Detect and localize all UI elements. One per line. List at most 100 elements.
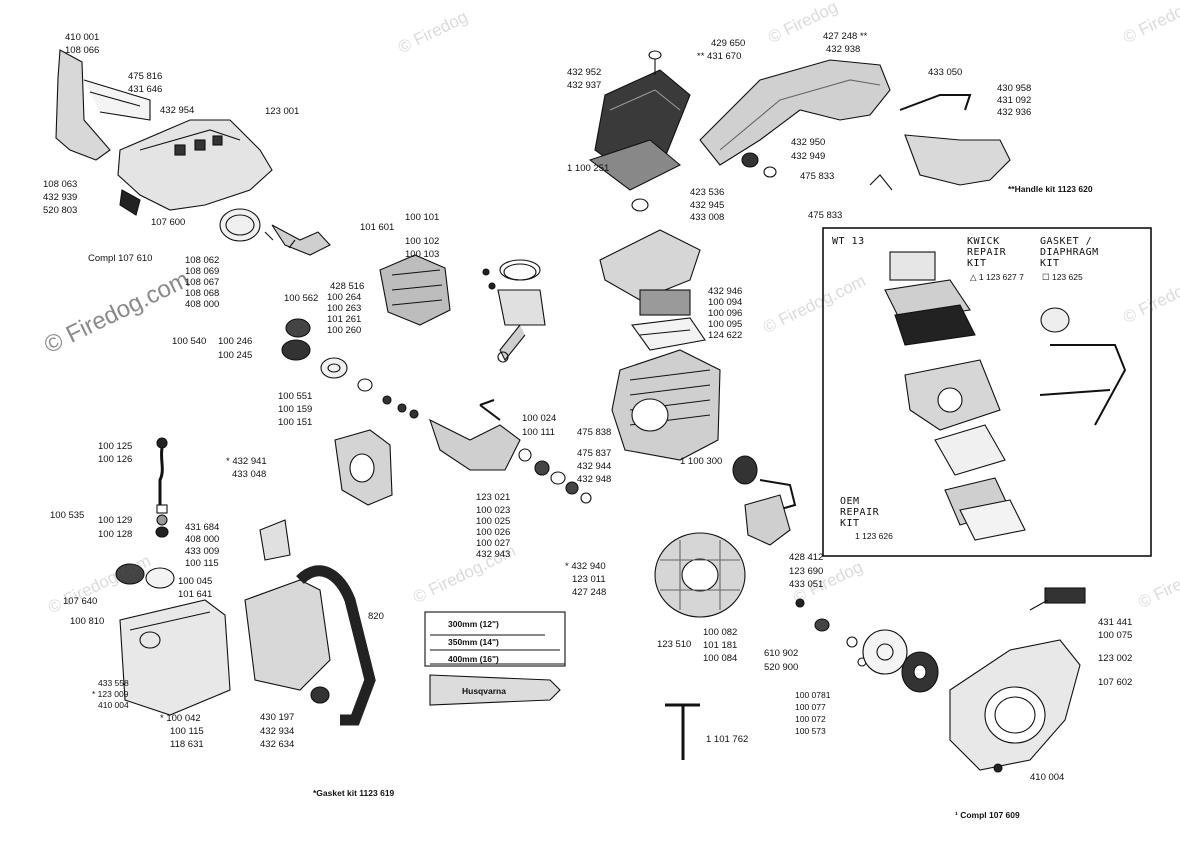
part-number-label: 100 128 <box>98 529 133 540</box>
kwick-kit-line: KWICK <box>967 236 1000 247</box>
kwick-kit-number: △ 1 123 627 7 <box>970 272 1024 282</box>
part-number-label: 432 939 <box>43 192 78 203</box>
part-number-label: 475 816 <box>128 71 163 82</box>
part-number-label: 100 810 <box>70 616 105 627</box>
part-number-label: 520 803 <box>43 205 78 216</box>
part-number-label: 475 833 <box>800 171 835 182</box>
compl-label: ¹ Compl 107 609 <box>955 810 1020 820</box>
part-number-label: 101 181 <box>703 640 738 651</box>
part-number-label: 410 001 <box>65 32 100 43</box>
oem-kit-number: 1 123 626 <box>855 531 893 541</box>
part-number-label: 123 011 <box>572 574 606 585</box>
part-number-label: * 432 941 <box>226 456 267 467</box>
carburetor-inset-frame <box>822 227 1152 557</box>
part-number-label: 108 067 <box>185 277 220 288</box>
bar-length-label: 350mm (14") <box>448 637 499 647</box>
part-number-label: 100 0781 <box>795 690 831 700</box>
part-number-label: 100 075 <box>1098 630 1133 641</box>
part-number-label: 100 126 <box>98 454 133 465</box>
part-number-label: 1 100 300 <box>680 456 723 467</box>
part-number-label: 410 004 <box>1030 772 1065 783</box>
part-number-label: 124 622 <box>708 330 743 341</box>
part-number-label: 100 246 <box>218 336 253 347</box>
part-number-label: 100 151 <box>278 417 313 428</box>
part-number-label: 432 945 <box>690 200 725 211</box>
part-number-label: Compl 107 610 <box>88 253 153 264</box>
part-number-label: 100 024 <box>522 413 557 424</box>
part-number-label: 432 943 <box>476 549 511 560</box>
part-number-label: 100 025 <box>476 516 511 527</box>
part-number-label: 100 263 <box>327 303 362 314</box>
part-number-label: 427 248 ** <box>823 31 868 42</box>
part-number-label: 432 944 <box>577 461 612 472</box>
inset-title: WT 13 <box>832 236 865 247</box>
part-number-label: * 432 940 <box>565 561 606 572</box>
part-number-label: 431 441 <box>1098 617 1133 628</box>
part-number-label: 475 837 <box>577 448 612 459</box>
part-number-label: 100 535 <box>50 510 85 521</box>
part-number-label: 431 684 <box>185 522 220 533</box>
part-number-label: 100 072 <box>795 714 826 724</box>
part-number-label: 123 510 <box>657 639 692 650</box>
guide-bar-art <box>424 611 566 706</box>
part-number-label: 100 027 <box>476 538 511 549</box>
part-number-label: 118 631 <box>170 739 204 750</box>
part-number-label: 100 095 <box>708 319 743 330</box>
part-number-label: 100 264 <box>327 292 362 303</box>
part-number-label: 123 001 <box>265 106 300 117</box>
part-number-label: 433 051 <box>789 579 824 590</box>
part-number-label: 123 690 <box>789 566 824 577</box>
part-number-label: 432 946 <box>708 286 743 297</box>
part-number-label: 100 084 <box>703 653 738 664</box>
part-number-label: 101 601 <box>360 222 395 233</box>
part-number-label: 100 115 <box>170 726 204 737</box>
part-number-label: 428 516 <box>330 281 365 292</box>
part-number-label: 100 551 <box>278 391 313 402</box>
handle-kit-label: **Handle kit 1123 620 <box>1008 184 1093 194</box>
cylinder-block-art <box>611 349 721 461</box>
part-number-label: 107 602 <box>1098 677 1133 688</box>
part-number-label: 1 100 251 <box>567 163 610 174</box>
part-number-label: 107 600 <box>151 217 186 228</box>
part-number-label: 100 094 <box>708 297 743 308</box>
part-number-label: 610 902 <box>764 648 799 659</box>
part-number-label: 408 000 <box>185 534 220 545</box>
fuel-tank-art <box>115 563 231 716</box>
part-number-label: 101 261 <box>327 314 362 325</box>
part-number-label: 100 082 <box>703 627 738 638</box>
part-number-label: 100 540 <box>172 336 207 347</box>
part-number-label: 432 948 <box>577 474 612 485</box>
part-number-label: 475 838 <box>577 427 612 438</box>
part-number-label: 432 952 <box>567 67 602 78</box>
crankshaft-art <box>429 399 592 504</box>
part-number-label: ** 431 670 <box>697 51 742 62</box>
starter-cover-art <box>949 587 1086 773</box>
part-number-label: 430 958 <box>997 83 1032 94</box>
part-number-label: 100 096 <box>708 308 743 319</box>
part-number-label: 820 <box>368 611 384 622</box>
part-number-label: 432 634 <box>260 739 295 750</box>
part-number-label: 432 937 <box>567 80 602 91</box>
part-number-label: 108 063 <box>43 179 78 190</box>
carburetor-stack-art <box>599 198 706 351</box>
part-number-label: 101 641 <box>178 589 213 600</box>
brake-band-art <box>219 208 331 256</box>
part-number-label: 433 009 <box>185 546 220 557</box>
bar-brand-label: Husqvarna <box>462 686 506 696</box>
part-number-label: 475 833 <box>808 210 843 221</box>
part-number-label: 100 103 <box>405 249 440 260</box>
part-number-label: 100 077 <box>795 702 826 712</box>
part-number-label: 108 069 <box>185 266 220 277</box>
part-number-label: 431 092 <box>997 95 1032 106</box>
gasket-kit-line: DIAPHRAGM <box>1040 247 1099 258</box>
part-number-label: 100 026 <box>476 527 511 538</box>
part-number-label: 428 412 <box>789 552 824 563</box>
oem-kit-line: OEM <box>840 496 860 507</box>
part-number-label: 433 048 <box>232 469 267 480</box>
part-number-label: 100 101 <box>405 212 440 223</box>
fuel-system-art <box>155 437 169 538</box>
bar-length-label: 400mm (16") <box>448 654 499 664</box>
part-number-label: 123 021 <box>476 492 511 503</box>
